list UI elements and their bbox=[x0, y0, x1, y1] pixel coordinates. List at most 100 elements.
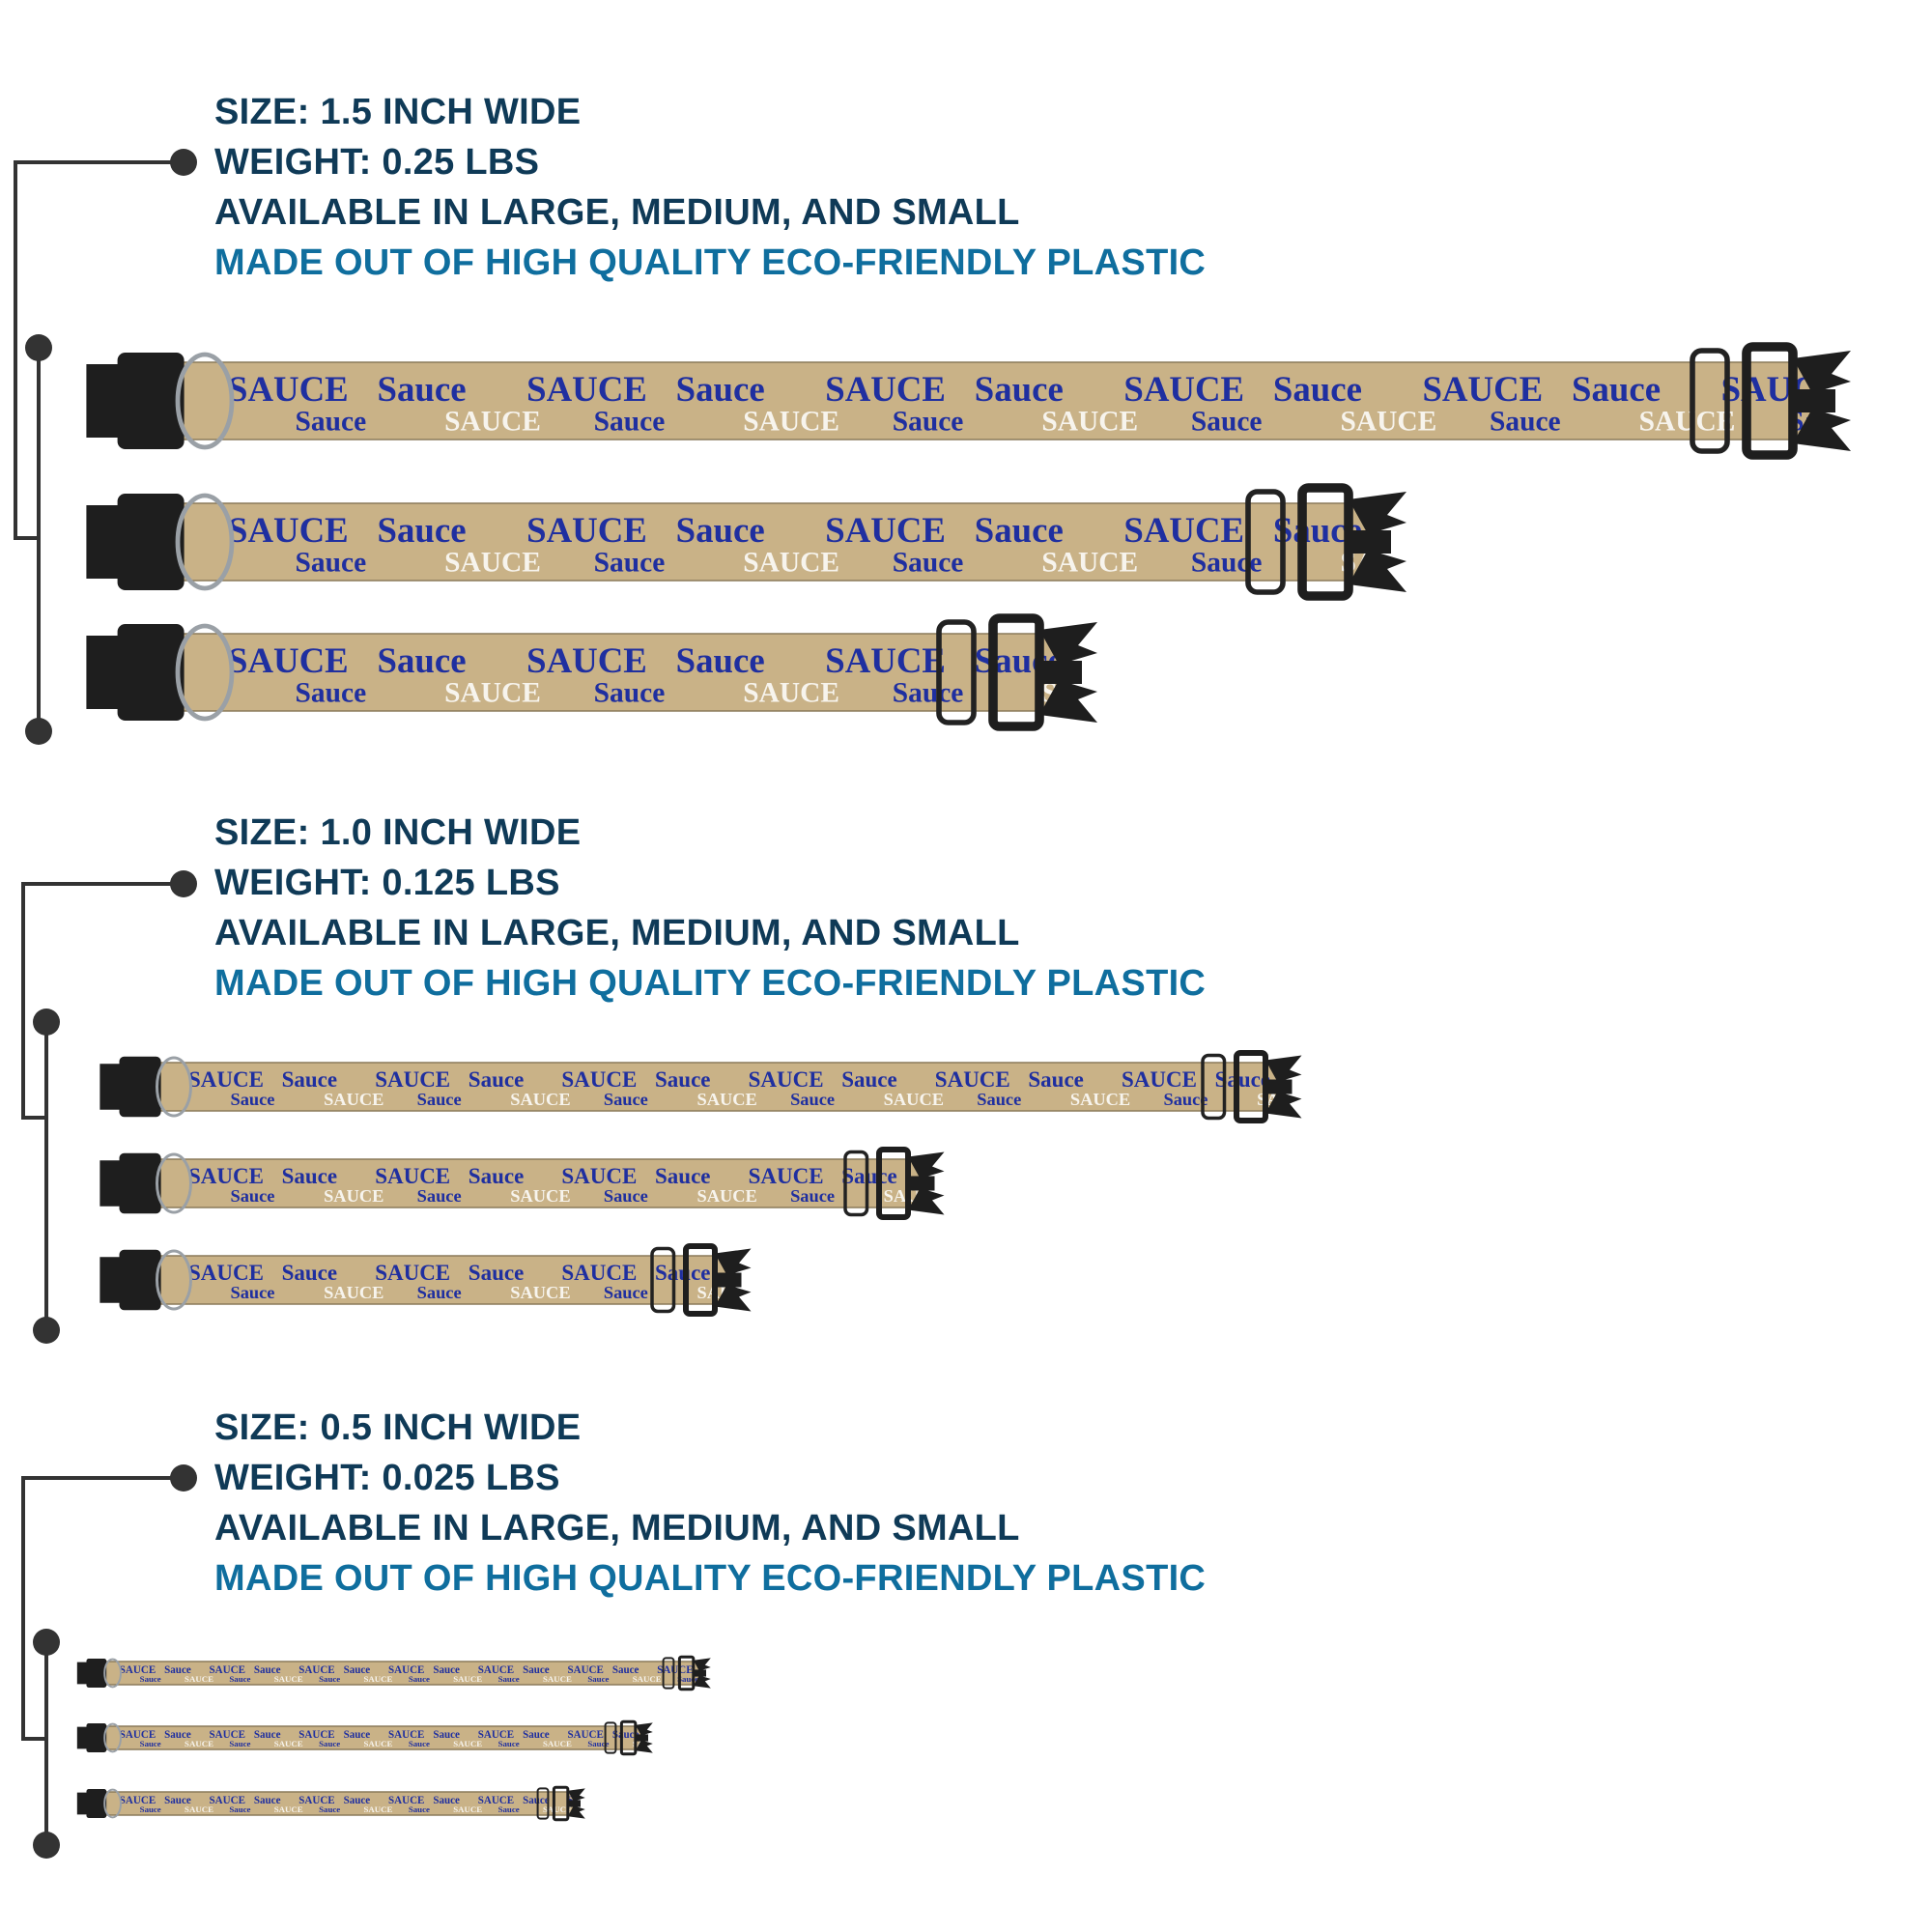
strap-print-text: SAUCE bbox=[453, 1674, 482, 1684]
strap-print-text: SAUCE bbox=[1041, 406, 1138, 437]
strap-print-text: SAUCE bbox=[120, 1729, 156, 1741]
strap-print-text: SAUCE bbox=[298, 1795, 334, 1806]
strap-print-text: Sauce bbox=[344, 1729, 371, 1741]
strap-print-text: Sauce bbox=[433, 1664, 460, 1676]
strap-print-text: SAUCE bbox=[1122, 1067, 1197, 1092]
strap-print-text: SAUCE bbox=[210, 1664, 245, 1676]
buckle-female-body bbox=[117, 624, 185, 721]
strap-print-text: SAUCE bbox=[526, 369, 647, 409]
collar-large: SAUCESauceSauceSAUCESAUCESauceSauceSAUCE… bbox=[76, 1655, 711, 1691]
strap-print-text: SAUCE bbox=[825, 369, 946, 409]
strap-print-text: Sauce bbox=[229, 1674, 250, 1684]
strap-print-text: Sauce bbox=[1191, 547, 1263, 578]
strap-print-text: SAUCE bbox=[935, 1067, 1010, 1092]
size-label: SIZE: 1.5 INCH WIDE bbox=[214, 92, 582, 132]
buckle-female-body bbox=[119, 1152, 161, 1214]
strap-print-text: Sauce bbox=[229, 1739, 250, 1748]
strap-print-text: SAUCE bbox=[388, 1729, 424, 1741]
strap-print-text: Sauce bbox=[594, 547, 666, 578]
strap-print-text: Sauce bbox=[230, 1186, 274, 1206]
strap-print-text: SAUCE bbox=[1123, 369, 1244, 409]
connector-dot bbox=[33, 1629, 60, 1656]
strap-print-text: SAUCE bbox=[561, 1261, 637, 1285]
strap-print-text: SAUCE bbox=[228, 640, 349, 680]
strap-print-text: Sauce bbox=[1028, 1067, 1084, 1092]
strap-print-text: Sauce bbox=[1163, 1090, 1208, 1109]
buckle-male-center bbox=[693, 1669, 706, 1677]
strap-print-text: Sauce bbox=[523, 1729, 550, 1741]
strap-print-text: Sauce bbox=[409, 1804, 430, 1814]
strap-print-text: Sauce bbox=[254, 1729, 281, 1741]
strap-print-text: SAUCE bbox=[1041, 547, 1138, 578]
strap-print-text: Sauce bbox=[319, 1804, 340, 1814]
strap-print-text: SAUCE bbox=[228, 369, 349, 409]
d-ring bbox=[103, 1722, 122, 1753]
strap-print-text: SAUCE bbox=[696, 1090, 756, 1109]
strap-print-text: Sauce bbox=[296, 406, 367, 437]
strap-print-text: Sauce bbox=[587, 1674, 609, 1684]
strap-print-text: Sauce bbox=[612, 1664, 639, 1676]
buckle-female-body bbox=[86, 1659, 107, 1688]
slider-tri-glide bbox=[536, 1787, 550, 1820]
collar-large: SAUCESauceSauceSAUCESAUCESauceSauceSAUCE… bbox=[99, 1050, 1302, 1123]
buckle-male-prong bbox=[1793, 409, 1851, 451]
strap-print-text: SAUCE bbox=[567, 1664, 603, 1676]
strap-print-text: Sauce bbox=[469, 1164, 525, 1188]
strap-print-text: Sauce bbox=[378, 369, 467, 409]
strap-print-text: SAUCE bbox=[228, 510, 349, 550]
strap-print-text: SAUCE bbox=[510, 1186, 570, 1206]
buckle-male-center bbox=[1349, 530, 1391, 554]
strap-print-text: Sauce bbox=[841, 1067, 897, 1092]
strap-print-text: SAUCE bbox=[884, 1090, 944, 1109]
strap-print-text: SAUCE bbox=[543, 1739, 572, 1748]
strap-print-text: SAUCE bbox=[478, 1664, 514, 1676]
strap-print-text: Sauce bbox=[417, 1090, 462, 1109]
strap-print-text: Sauce bbox=[319, 1739, 340, 1748]
buckle-female-body bbox=[119, 1249, 161, 1311]
strap-print-text: Sauce bbox=[498, 1804, 520, 1814]
strap-print: SAUCESauceSauceSAUCESAUCESauceSauceSAUCE… bbox=[120, 1729, 642, 1748]
strap-print-text: SAUCE bbox=[696, 1186, 756, 1206]
buckle-female-body bbox=[119, 1056, 161, 1118]
strap-print-text: SAUCE bbox=[749, 1164, 824, 1188]
strap-print-text: SAUCE bbox=[561, 1164, 637, 1188]
strap-print-text: Sauce bbox=[296, 547, 367, 578]
connector-dot bbox=[33, 1009, 60, 1036]
strap-print-text: Sauce bbox=[282, 1261, 338, 1285]
strap-print-text: Sauce bbox=[594, 406, 666, 437]
strap-print-text: SAUCE bbox=[1340, 406, 1436, 437]
size-label: SIZE: 0.5 INCH WIDE bbox=[214, 1407, 582, 1448]
spec-block-0-5-inch: SIZE: 0.5 INCH WIDE WEIGHT: 0.025 LBS AV… bbox=[214, 1403, 1206, 1604]
buckle-male-center bbox=[567, 1800, 581, 1807]
collar-medium: SAUCESauceSauceSAUCESAUCESauceSauceSAUCE… bbox=[86, 483, 1406, 601]
strap-print: SAUCESauceSauceSAUCESAUCESauceSauceSAUCE… bbox=[188, 1067, 1280, 1109]
strap-print-text: Sauce bbox=[975, 510, 1064, 550]
strap-print-text: SAUCE bbox=[375, 1261, 450, 1285]
strap-print-text: Sauce bbox=[1273, 369, 1362, 409]
strap-print-text: Sauce bbox=[676, 640, 765, 680]
strap-print-text: Sauce bbox=[893, 547, 964, 578]
buckle-male-prong bbox=[567, 1805, 585, 1819]
strap-print-text: Sauce bbox=[676, 369, 765, 409]
d-ring bbox=[156, 1249, 192, 1311]
strap-print-text: SAUCE bbox=[188, 1067, 264, 1092]
strap-print-text: Sauce bbox=[254, 1664, 281, 1676]
strap-print-text: Sauce bbox=[604, 1186, 648, 1206]
collar-medium: SAUCESauceSauceSAUCESAUCESauceSauceSAUCE… bbox=[76, 1719, 653, 1756]
collar-small: SAUCESauceSauceSAUCESAUCESauceSauceSAUCE… bbox=[86, 613, 1097, 731]
strap-print-text: Sauce bbox=[677, 1674, 698, 1684]
buckle-male-prong bbox=[635, 1740, 653, 1753]
buckle-male-prong bbox=[693, 1658, 711, 1671]
connector-dot bbox=[33, 1317, 60, 1344]
strap-print: SAUCESauceSauceSAUCESAUCESauceSauceSAUCE… bbox=[228, 369, 1816, 437]
strap-print-text: Sauce bbox=[587, 1739, 609, 1748]
strap-print-text: Sauce bbox=[498, 1739, 520, 1748]
weight-label: WEIGHT: 0.025 LBS bbox=[214, 1458, 560, 1498]
strap-print-text: SAUCE bbox=[185, 1739, 213, 1748]
buckle-male-prong bbox=[567, 1788, 585, 1802]
strap-print-text: SAUCE bbox=[543, 1674, 572, 1684]
strap-print-text: Sauce bbox=[254, 1795, 281, 1806]
strap-print-text: Sauce bbox=[1191, 406, 1263, 437]
buckle-female-body bbox=[86, 1723, 107, 1752]
strap-print-text: SAUCE bbox=[510, 1283, 570, 1302]
